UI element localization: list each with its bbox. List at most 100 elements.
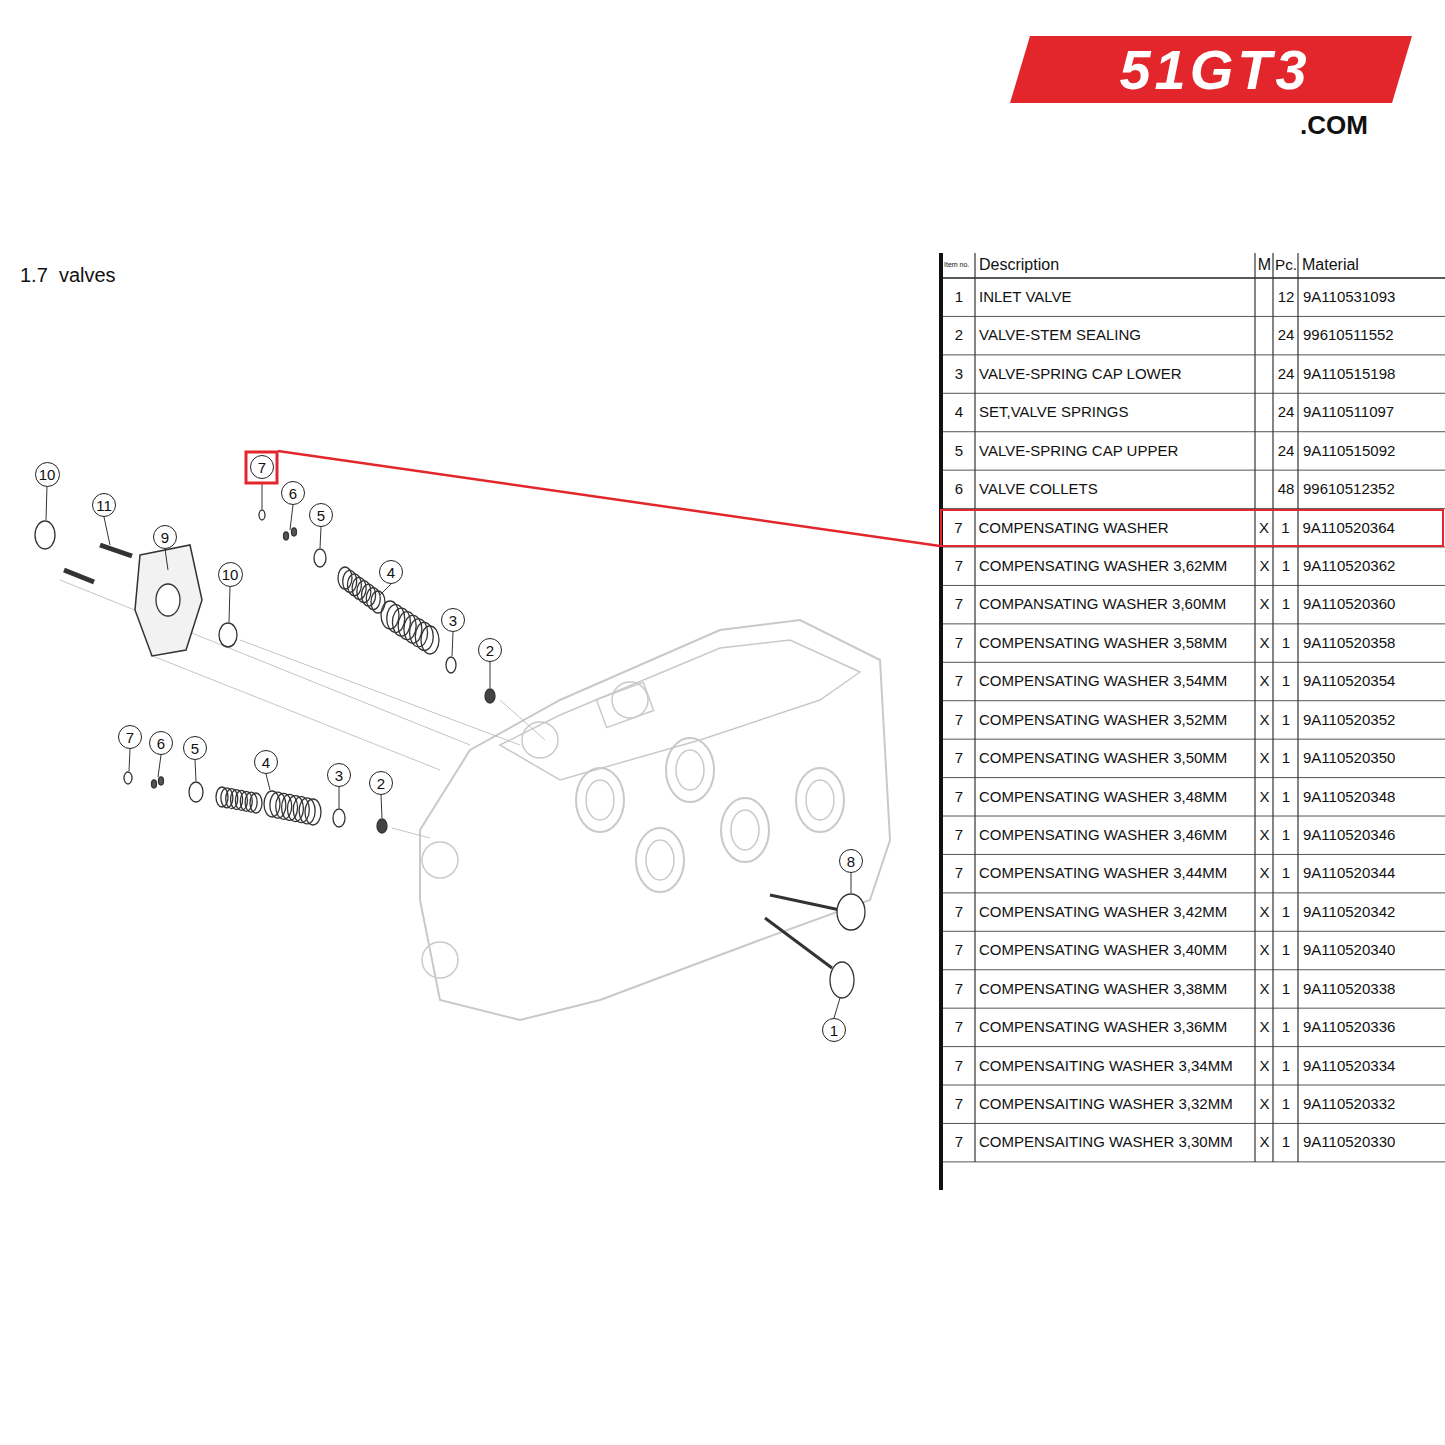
- table-cell: 6: [943, 472, 975, 506]
- table-cell: 9A110520344: [1303, 856, 1443, 890]
- table-cell: 9A110520332: [1303, 1087, 1443, 1121]
- valve-port: [806, 780, 834, 820]
- table-cell: 7: [943, 511, 975, 544]
- valve-stem: [765, 918, 832, 968]
- table-cell: 99610512352: [1303, 472, 1443, 506]
- table-cell: VALVE COLLETS: [979, 472, 1254, 506]
- table-rule: [943, 662, 1445, 663]
- highlight-connector: [278, 451, 940, 546]
- table-cell: 7: [943, 1010, 975, 1044]
- table-cell: X: [1256, 780, 1273, 814]
- logo-plate: [1010, 36, 1412, 103]
- table-cell: COMPENSATING WASHER 3,48MM: [979, 780, 1254, 814]
- table-cell: X: [1256, 626, 1273, 660]
- table-rule: [943, 931, 1445, 932]
- table-cell: VALVE-SPRING CAP LOWER: [979, 357, 1254, 391]
- callout-number: 4: [254, 750, 278, 774]
- table-cell: COMPENSATING WASHER 3,54MM: [979, 664, 1254, 698]
- valve-head: [837, 894, 865, 930]
- table-cell: 1: [1274, 626, 1298, 660]
- table-rule: [943, 969, 1445, 970]
- callout-number: 3: [327, 763, 351, 787]
- table-cell: 9A110520354: [1303, 664, 1443, 698]
- table-rule: [943, 623, 1445, 624]
- table-cell: 9A110520358: [1303, 626, 1443, 660]
- valve-stem: [770, 895, 840, 910]
- table-cell: X: [1256, 1125, 1273, 1159]
- valve-collet: [159, 777, 164, 785]
- table-header: Item no.: [944, 253, 975, 277]
- table-rule: [943, 1123, 1445, 1124]
- callout-label: 3: [335, 768, 343, 783]
- assembly-line: [60, 580, 470, 745]
- table-cell: X: [1256, 741, 1273, 775]
- compensating-washer: [259, 510, 265, 520]
- table-cell: 9A110531093: [1303, 280, 1443, 314]
- valve-port: [636, 828, 684, 892]
- table-cell: 7: [943, 626, 975, 660]
- highlighted-parts-row: 7COMPENSATING WASHERX19A110520364: [940, 509, 1444, 547]
- table-cell: 24: [1274, 318, 1298, 352]
- table-cell: 7: [943, 1125, 975, 1159]
- table-rule: [943, 739, 1445, 740]
- callout-number: 5: [183, 736, 207, 760]
- callout-label: 2: [486, 643, 494, 658]
- table-cell: 9A110520362: [1303, 549, 1443, 583]
- table-header: Material: [1302, 253, 1443, 277]
- valve-spring-cap: [314, 549, 326, 567]
- table-cell: 9A110520340: [1303, 933, 1443, 967]
- table-cell: 7: [943, 933, 975, 967]
- valve-collet: [284, 532, 289, 540]
- page-title: 1.7 valves: [20, 264, 116, 287]
- table-cell: COMPENSAITING WASHER 3,32MM: [979, 1087, 1254, 1121]
- rocker-bracket: [135, 545, 202, 656]
- callout-number: 11: [92, 493, 116, 517]
- valve-spring-cap: [446, 657, 456, 673]
- valve-port: [721, 798, 769, 862]
- table-header: Description: [979, 253, 1254, 277]
- leader-line: [339, 787, 340, 808]
- table-cell: 7: [943, 1087, 975, 1121]
- table-rule: [943, 777, 1445, 778]
- table-cell: X: [1256, 1010, 1273, 1044]
- valve-port: [731, 810, 759, 850]
- table-cell: 9A110520352: [1303, 703, 1443, 737]
- callout-label: 4: [387, 565, 395, 580]
- table-cell: 24: [1274, 434, 1298, 468]
- table-cell: 7: [943, 741, 975, 775]
- callout-number: 7: [118, 725, 142, 749]
- table-rule: [943, 277, 1445, 279]
- table-rule: [943, 1046, 1445, 1047]
- table-cell: 9A110520342: [1303, 895, 1443, 929]
- bore: [422, 842, 458, 878]
- valve-spring: [421, 626, 439, 654]
- table-cell: X: [1256, 933, 1273, 967]
- callout-number: 8: [839, 849, 863, 873]
- table-cell: 7: [943, 895, 975, 929]
- table-cell: 1: [1274, 972, 1298, 1006]
- table-rule: [943, 393, 1445, 394]
- leader-line: [381, 795, 382, 818]
- table-rule: [974, 253, 975, 1162]
- logo-text: 51GT3: [1055, 36, 1375, 103]
- rocker-bore: [156, 584, 180, 616]
- logo-suffix: .COM: [1300, 110, 1380, 140]
- table-cell: X: [1256, 818, 1273, 852]
- callout-number: 10: [218, 562, 243, 587]
- valve-port: [796, 768, 844, 832]
- table-cell: COMPENSATING WASHER 3,58MM: [979, 626, 1254, 660]
- valve-stem-seal: [377, 819, 387, 833]
- callout-label: 9: [161, 530, 169, 545]
- table-cell: VALVE-STEM SEALING: [979, 318, 1254, 352]
- valve-port: [676, 750, 704, 790]
- assembly-line: [500, 700, 545, 740]
- table-cell: X: [1256, 972, 1273, 1006]
- valve-collet: [152, 780, 157, 788]
- table-header: Pc.: [1274, 253, 1298, 277]
- table-cell: X: [1256, 703, 1273, 737]
- table-cell: 1: [1274, 818, 1298, 852]
- callout-number: 7: [250, 455, 274, 479]
- assembly-line: [240, 640, 520, 745]
- table-cell: 9A110515198: [1303, 357, 1443, 391]
